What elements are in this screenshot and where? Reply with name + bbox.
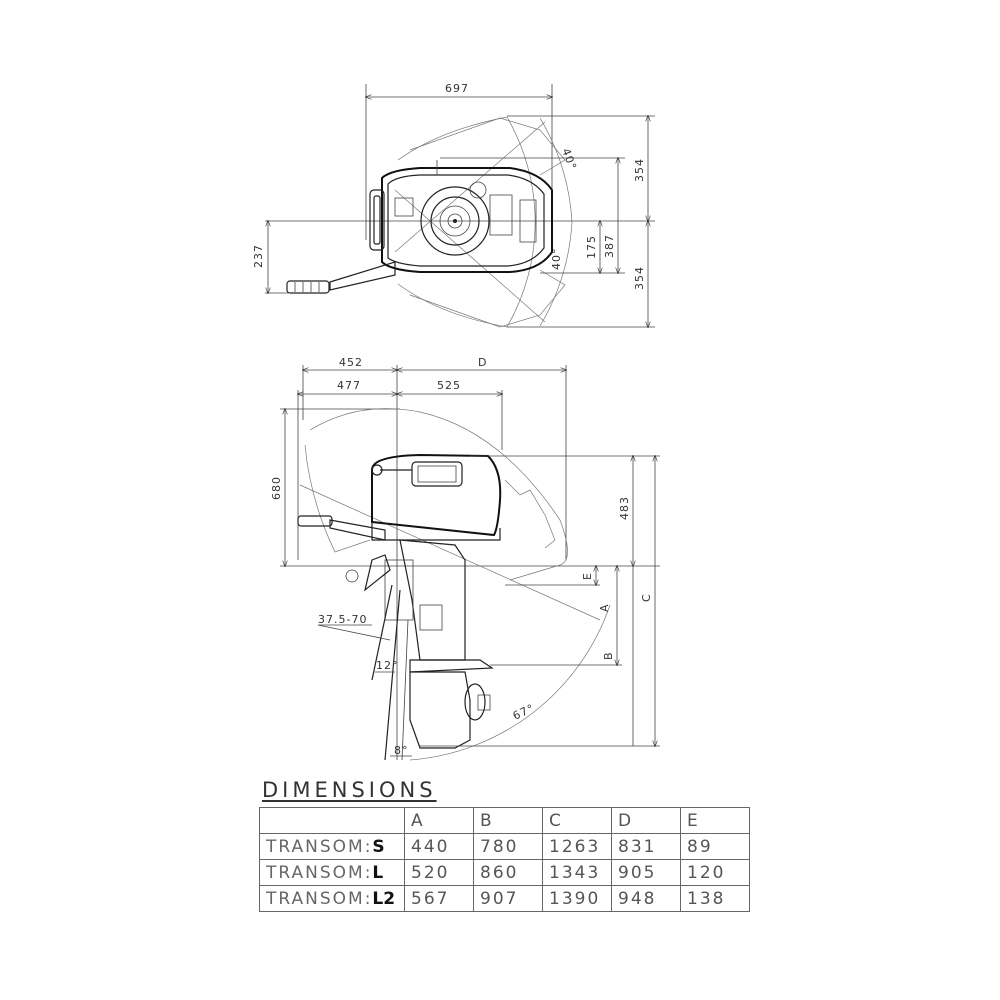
cell-b: 780 [473,833,543,860]
dim-175: 175 [585,235,598,259]
angle-8: 8° [394,744,409,757]
row-prefix: TRANSOM: [266,888,373,909]
cell-d: 905 [611,859,681,886]
cell-e: 89 [680,833,750,860]
cell-c: 1390 [542,885,612,912]
row-label: TRANSOM:S [259,833,405,860]
header-cell-e: E [680,807,750,834]
cell-e: 120 [680,859,750,886]
dim-D-top: D [478,356,487,369]
top-view: 697 40° 40° [252,82,655,327]
dim-452: 452 [339,356,363,369]
dim-B: B [602,651,615,660]
header-cell-a: A [404,807,474,834]
dim-C: C [640,593,653,602]
dimensions-title: DIMENSIONS [262,778,437,802]
table-row: TRANSOM:L 520 860 1343 905 120 [259,859,750,886]
cell-d: 948 [611,885,681,912]
side-view: 452 D 477 525 680 [270,356,660,761]
row-label: TRANSOM:L [259,859,405,886]
dim-525: 525 [437,379,461,392]
header-cell-empty [259,807,405,834]
dim-387: 387 [603,234,616,258]
table-row: TRANSOM:S 440 780 1263 831 89 [259,833,750,860]
cell-d: 831 [611,833,681,860]
cell-a: 440 [404,833,474,860]
header-cell-b: B [473,807,543,834]
row-prefix: TRANSOM: [266,862,373,883]
dimensions-table: A B C D E TRANSOM:S 440 780 1263 831 89 … [259,807,750,912]
header-cell-d: D [611,807,681,834]
angle-40-lower: 40° [550,248,563,271]
dim-transom-thickness: 37.5-70 [318,613,367,626]
row-model: S [372,836,385,857]
cell-b: 907 [473,885,543,912]
dim-483: 483 [618,496,631,520]
row-label: TRANSOM:L2 [259,885,405,912]
dim-697: 697 [445,82,469,95]
table-header-row: A B C D E [259,807,750,834]
angle-12: 12° [376,659,399,672]
dim-354-upper: 354 [633,158,646,182]
row-model: L [372,862,384,883]
dim-477: 477 [337,379,361,392]
dim-237: 237 [252,244,265,268]
cell-a: 520 [404,859,474,886]
cell-c: 1263 [542,833,612,860]
cell-e: 138 [680,885,750,912]
dim-354-lower: 354 [633,266,646,290]
cell-c: 1343 [542,859,612,886]
cell-a: 567 [404,885,474,912]
header-cell-c: C [542,807,612,834]
cell-b: 860 [473,859,543,886]
row-model: L2 [372,888,396,909]
table-row: TRANSOM:L2 567 907 1390 948 138 [259,885,750,912]
dim-E: E [581,572,594,580]
row-prefix: TRANSOM: [266,836,373,857]
dim-A: A [598,603,611,612]
dim-680: 680 [270,476,283,500]
